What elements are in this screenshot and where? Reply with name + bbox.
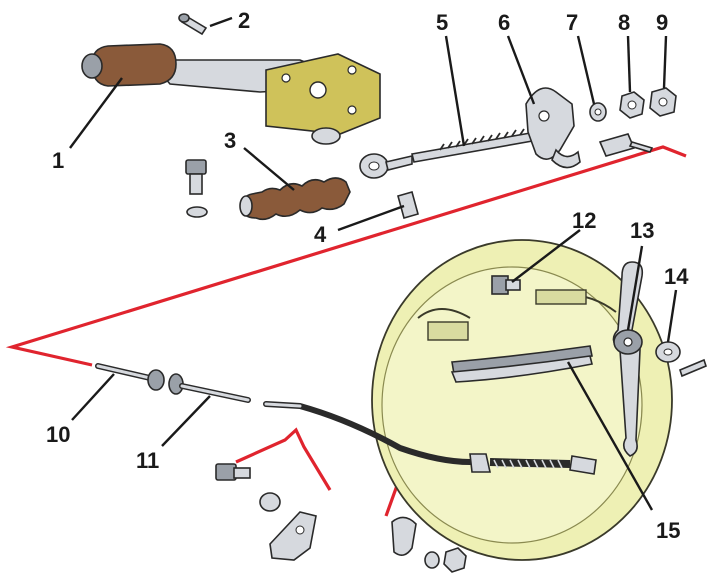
front-cable: [95, 363, 251, 403]
handbrake-lever: [81, 43, 381, 145]
callout-10: 10: [46, 422, 70, 447]
callout-15: 15: [656, 518, 680, 543]
adjuster-washer: [589, 102, 607, 122]
callout-12: 12: [572, 208, 596, 233]
rear-cable: [263, 401, 597, 475]
equalizer-bracket: [525, 87, 581, 169]
callout-1: 1: [52, 148, 64, 173]
callout-13: 13: [630, 218, 654, 243]
lever-washer-and-pin: [655, 341, 707, 378]
cable-end-fitting: [598, 133, 654, 157]
mounting-bolt: [185, 159, 208, 218]
callout-14: 14: [664, 264, 689, 289]
callout-6: 6: [498, 10, 510, 35]
guide-line-cut-left: [235, 427, 332, 491]
adjuster-rod: [359, 128, 539, 179]
lock-nut: [649, 87, 677, 117]
guide-line-upper: [5, 145, 687, 367]
cable-mount-bracket: [269, 511, 317, 561]
leader-lines: [69, 16, 678, 511]
callout-3: 3: [224, 128, 236, 153]
callout-7: 7: [566, 10, 578, 35]
rubber-boot: [239, 177, 351, 221]
callout-4: 4: [314, 222, 327, 247]
cable-mount-bolt: [215, 463, 281, 512]
parking-lever: [612, 261, 644, 457]
callout-2: 2: [238, 8, 250, 33]
brake-backing-plate: [371, 239, 673, 561]
spreader-bar: [450, 345, 593, 383]
cable-clip: [397, 191, 419, 219]
callout-11: 11: [136, 448, 159, 473]
clip-washer-and-nut: [424, 547, 467, 573]
lever-pin: [178, 13, 208, 36]
callout-8: 8: [618, 10, 630, 35]
callout-9: 9: [656, 10, 668, 35]
adjuster-nut: [619, 91, 645, 119]
cable-retaining-clip: [391, 516, 417, 556]
plate-bolt: [491, 275, 521, 295]
callout-5: 5: [436, 10, 448, 35]
